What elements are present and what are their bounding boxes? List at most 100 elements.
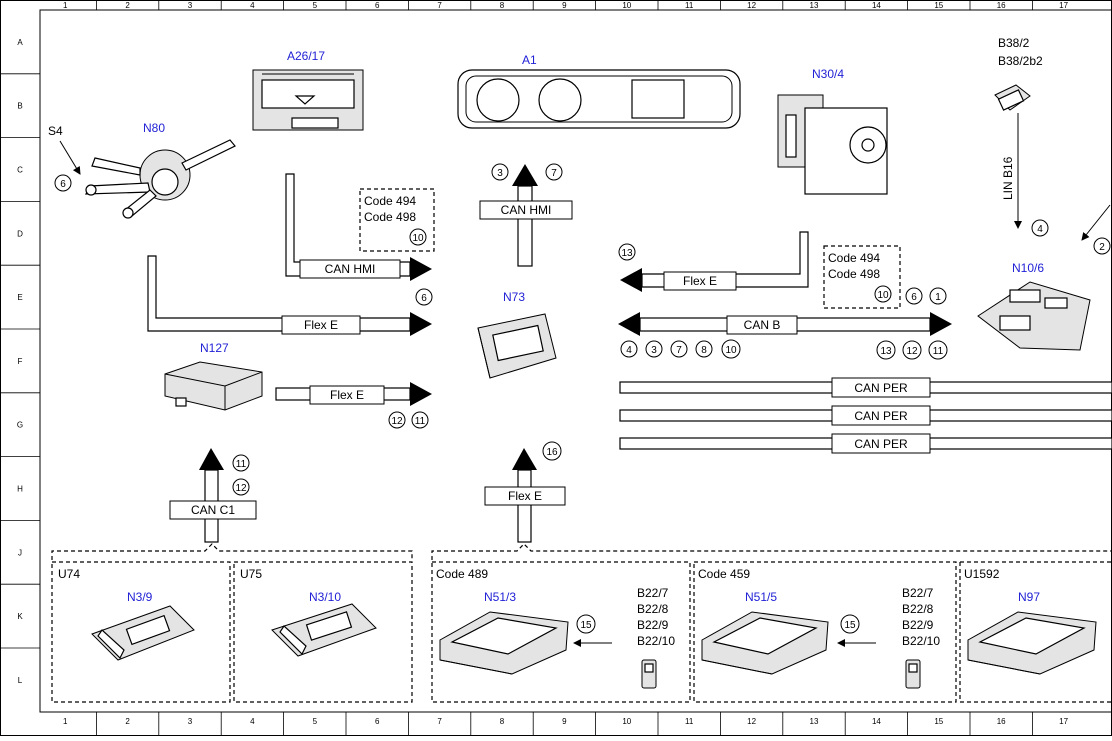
ruler-col-top-8: 8 xyxy=(500,1,505,10)
n3-9-label: N3/9 xyxy=(127,590,153,604)
svg-text:7: 7 xyxy=(551,168,557,179)
n3-10-label: N3/10 xyxy=(309,590,341,604)
n97-label: N97 xyxy=(1018,590,1040,604)
svg-text:2: 2 xyxy=(1099,242,1105,253)
ruler-col-bottom-3: 3 xyxy=(188,717,193,726)
b22-8-459: B22/8 xyxy=(902,602,934,616)
n3-10-ecu-icon xyxy=(271,603,377,657)
ruler-col-bottom-5: 5 xyxy=(313,717,318,726)
n30-4-label: N30/4 xyxy=(812,67,844,81)
can-hmi-arrow-up xyxy=(512,164,538,186)
svg-text:13: 13 xyxy=(880,346,892,357)
circle-6-code-right: 6 xyxy=(905,287,923,305)
svg-text:13: 13 xyxy=(621,248,633,259)
circle-15-code459: 15 xyxy=(840,614,860,634)
ruler-row-G: G xyxy=(17,421,23,430)
b22-10-489: B22/10 xyxy=(637,634,675,648)
svg-text:3: 3 xyxy=(651,345,657,356)
b22-7-489: B22/7 xyxy=(637,586,669,600)
ruler-col-bottom-11: 11 xyxy=(685,717,694,726)
s4-label: S4 xyxy=(48,124,63,138)
circle-11-n127: 11 xyxy=(411,411,429,429)
flex-e-pipe-lower xyxy=(517,469,532,543)
ruler-row-H: H xyxy=(17,485,23,494)
n3-9-ecu-icon xyxy=(91,605,195,661)
b22-8-489: B22/8 xyxy=(637,602,669,616)
lin-b16-label: LIN B16 xyxy=(1001,156,1015,200)
b22-7-459: B22/7 xyxy=(902,586,934,600)
can-per-line-1: CAN PER xyxy=(619,377,1112,398)
ruler-col-bottom-7: 7 xyxy=(437,717,442,726)
group-u74 xyxy=(51,561,231,703)
ruler-col-bottom-13: 13 xyxy=(810,717,819,726)
svg-text:CAN PER: CAN PER xyxy=(854,409,908,423)
code-489-label: Code 489 xyxy=(436,567,488,581)
circle-10-code-right: 10 xyxy=(874,285,892,303)
u75-label: U75 xyxy=(240,567,262,581)
right-edge-pointer xyxy=(1081,204,1111,241)
circle-3-hmi: 3 xyxy=(491,163,509,181)
svg-text:12: 12 xyxy=(906,346,918,357)
group-u1592 xyxy=(959,561,1112,703)
n80-steering-column-switch-icon xyxy=(85,139,236,219)
svg-text:8: 8 xyxy=(701,345,707,356)
can-b-arrow-left xyxy=(618,312,640,336)
u1592-label: U1592 xyxy=(964,567,1000,581)
n30-4-abs-module-icon xyxy=(777,94,888,195)
n51-5-module-icon xyxy=(701,611,829,675)
group-code-489 xyxy=(431,561,691,703)
can-b-arrow-right xyxy=(930,312,952,336)
ruler-col-bottom-6: 6 xyxy=(375,717,380,726)
n73-label: N73 xyxy=(503,290,525,304)
s4-pointer xyxy=(59,140,81,175)
svg-text:10: 10 xyxy=(725,345,737,356)
ruler-col-top-5: 5 xyxy=(313,1,318,10)
can-hmi-left-box xyxy=(299,259,401,279)
can-hmi-arrow-right xyxy=(410,257,432,281)
ruler-col-top-17: 17 xyxy=(1059,1,1068,10)
flex-e-n80-box xyxy=(281,315,361,335)
code-box-right xyxy=(823,245,901,309)
can-per-line-2: CAN PER xyxy=(619,405,1112,426)
circle-1-code-right: 1 xyxy=(929,287,947,305)
ruler-col-top-3: 3 xyxy=(188,1,193,10)
svg-text:3: 3 xyxy=(497,168,503,179)
svg-text:11: 11 xyxy=(415,416,426,427)
b22-9-489: B22/9 xyxy=(637,618,669,632)
n73-ezs-module-icon xyxy=(477,313,557,379)
code-459-label: Code 459 xyxy=(698,567,750,581)
can-hmi-pipe-center xyxy=(517,185,533,267)
circle-6-hmi: 6 xyxy=(415,288,433,306)
ruler-row-C: C xyxy=(17,166,23,175)
circle-4-lin: 4 xyxy=(1031,219,1049,237)
can-c1-label: CAN C1 xyxy=(191,503,235,517)
ruler-row-E: E xyxy=(17,293,22,302)
n51-3-label: N51/3 xyxy=(484,590,516,604)
ruler-col-top-9: 9 xyxy=(562,1,567,10)
b22-9-459: B22/9 xyxy=(902,618,934,632)
b22-10-459: B22/10 xyxy=(902,634,940,648)
can-b-circles-left: 4 3 7 8 10 xyxy=(620,339,741,359)
svg-text:11: 11 xyxy=(933,346,944,357)
ruler-col-bottom-10: 10 xyxy=(622,717,631,726)
circle-7-hmi: 7 xyxy=(545,163,563,181)
n51-3-module-icon xyxy=(439,611,569,675)
ruler-col-top-7: 7 xyxy=(437,1,442,10)
flex-e-n80-label: Flex E xyxy=(304,318,338,332)
svg-text:12: 12 xyxy=(235,483,247,494)
flex-e-n30-box xyxy=(663,271,737,291)
circle-16-flex: 16 xyxy=(542,441,562,461)
can-hmi-center-label: CAN HMI xyxy=(501,203,552,217)
svg-text:16: 16 xyxy=(546,447,558,458)
flex-e-arrow-n127 xyxy=(410,382,432,406)
n97-module-icon xyxy=(967,611,1097,675)
a1-label: A1 xyxy=(522,53,537,67)
u74-label: U74 xyxy=(58,567,80,581)
ruler-row-A: A xyxy=(17,38,23,47)
group-code-459 xyxy=(693,561,957,703)
can-c1-box xyxy=(169,500,257,520)
ruler-row-D: D xyxy=(17,229,23,238)
